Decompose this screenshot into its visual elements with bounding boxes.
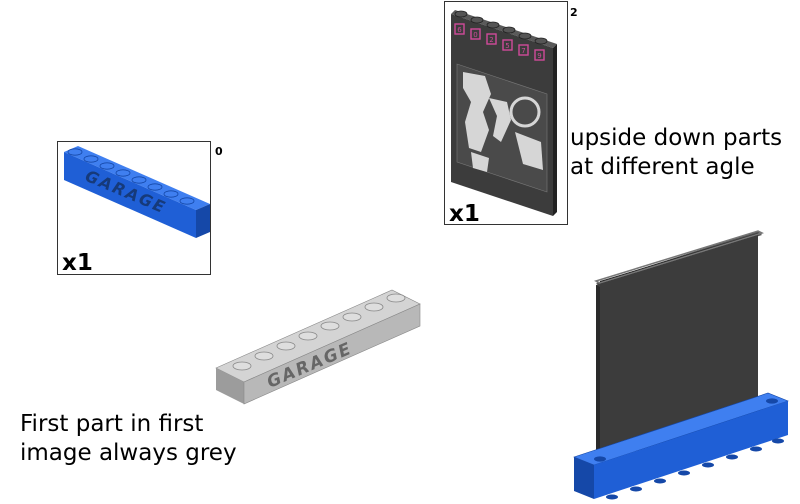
upside-down-assembly: [573, 230, 789, 500]
stud-mark-6: 9: [537, 52, 541, 60]
upside-down-note: upside down parts at different agle: [570, 124, 782, 182]
dark-printed-panel: 6 0 2 5 7 9: [451, 10, 557, 216]
blue-garage-brick: GARAGE: [64, 146, 210, 238]
callout-step-0: GARAGE x1: [57, 141, 211, 275]
quantity-label: x1: [449, 201, 480, 227]
step-number: 2: [570, 6, 578, 19]
stud-mark-2: 0: [473, 31, 477, 39]
note-line: First part in first: [20, 411, 204, 437]
stud-mark-3: 2: [489, 36, 493, 44]
quantity-label: x1: [62, 250, 93, 276]
grey-garage-brick: GARAGE: [215, 289, 421, 405]
step-number: 0: [215, 145, 223, 158]
note-line: upside down parts: [570, 125, 783, 151]
callout-step-2: 6 0 2 5 7 9 x1: [444, 1, 568, 227]
first-part-note: First part in first image always grey: [20, 410, 237, 468]
stud-mark-5: 7: [521, 47, 525, 55]
stud-mark-1: 6: [457, 26, 462, 34]
note-line: at different agle: [570, 154, 755, 180]
stud-mark-4: 5: [505, 42, 509, 50]
note-line: image always grey: [20, 440, 237, 466]
